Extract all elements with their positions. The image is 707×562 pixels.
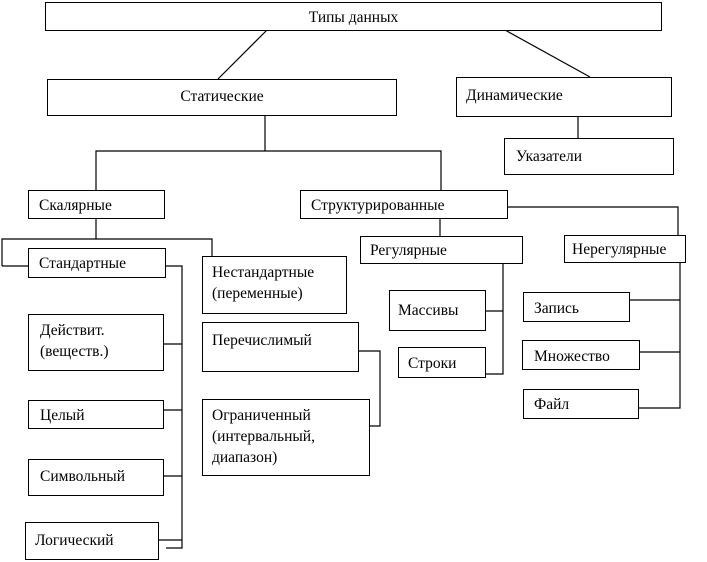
node-standard-label: Стандартные bbox=[39, 255, 126, 272]
node-standard: Стандартные bbox=[28, 248, 166, 278]
node-strings: Строки bbox=[398, 347, 486, 378]
connector-irregular-bracket bbox=[639, 262, 681, 409]
connector-static-scalar-structured bbox=[95, 150, 442, 190]
node-enumerated: Перечислимый bbox=[202, 322, 359, 372]
node-bounded: Ограниченный (интервальный, диапазон) bbox=[202, 399, 370, 476]
node-arrays-label: Массивы bbox=[398, 302, 459, 319]
node-scalar: Скалярные bbox=[28, 190, 165, 219]
connector-root-dynamic bbox=[504, 29, 591, 78]
node-integer-label: Целый bbox=[40, 407, 85, 424]
node-irregular: Нерегулярные bbox=[564, 235, 686, 263]
node-dynamic-label: Динамические bbox=[466, 87, 563, 104]
node-data-types: Типы данных bbox=[45, 2, 662, 31]
node-irregular-label: Нерегулярные bbox=[572, 241, 667, 258]
node-arrays: Массивы bbox=[389, 290, 486, 331]
node-dynamic: Динамические bbox=[456, 77, 672, 117]
node-logical-label: Логический bbox=[35, 532, 114, 549]
node-static: Статические bbox=[47, 79, 397, 116]
node-file: Файл bbox=[523, 389, 639, 419]
node-integer: Целый bbox=[28, 400, 164, 429]
node-record-label: Запись bbox=[534, 300, 579, 317]
node-pointers-label: Указатели bbox=[516, 148, 583, 165]
node-nonstandard-label: Нестандартные (переменные) bbox=[212, 264, 315, 302]
node-character-label: Символьный bbox=[40, 468, 126, 485]
node-regular-label: Регулярные bbox=[370, 242, 447, 259]
node-structured-label: Структурированные bbox=[311, 197, 445, 214]
node-character: Символьный bbox=[28, 459, 164, 496]
node-real-label: Действит. (веществ.) bbox=[40, 322, 109, 360]
connector-root-static bbox=[217, 29, 268, 80]
node-set-label: Множество bbox=[534, 348, 610, 365]
node-real: Действит. (веществ.) bbox=[28, 314, 164, 371]
node-scalar-label: Скалярные bbox=[39, 197, 112, 214]
node-pointers: Указатели bbox=[504, 138, 674, 175]
node-structured: Структурированные bbox=[300, 190, 508, 219]
connector-nonstandard-bracket bbox=[359, 350, 381, 427]
node-data-types-label: Типы данных bbox=[308, 9, 399, 26]
node-logical: Логический bbox=[25, 522, 159, 560]
connector-structured-irregular bbox=[508, 206, 679, 235]
connector-scalar-standard-nonstandard bbox=[1, 238, 213, 266]
node-record: Запись bbox=[523, 292, 630, 322]
connector-regular-bracket bbox=[486, 264, 504, 375]
node-static-label: Статические bbox=[180, 88, 264, 105]
node-regular: Регулярные bbox=[360, 236, 523, 264]
node-nonstandard: Нестандартные (переменные) bbox=[202, 256, 347, 314]
node-strings-label: Строки bbox=[408, 355, 457, 372]
node-enumerated-label: Перечислимый bbox=[212, 332, 312, 349]
node-set: Множество bbox=[522, 340, 640, 370]
node-file-label: Файл bbox=[534, 396, 570, 413]
connector-standard-bracket bbox=[166, 265, 183, 549]
node-bounded-label: Ограниченный (интервальный, диапазон) bbox=[212, 407, 315, 466]
